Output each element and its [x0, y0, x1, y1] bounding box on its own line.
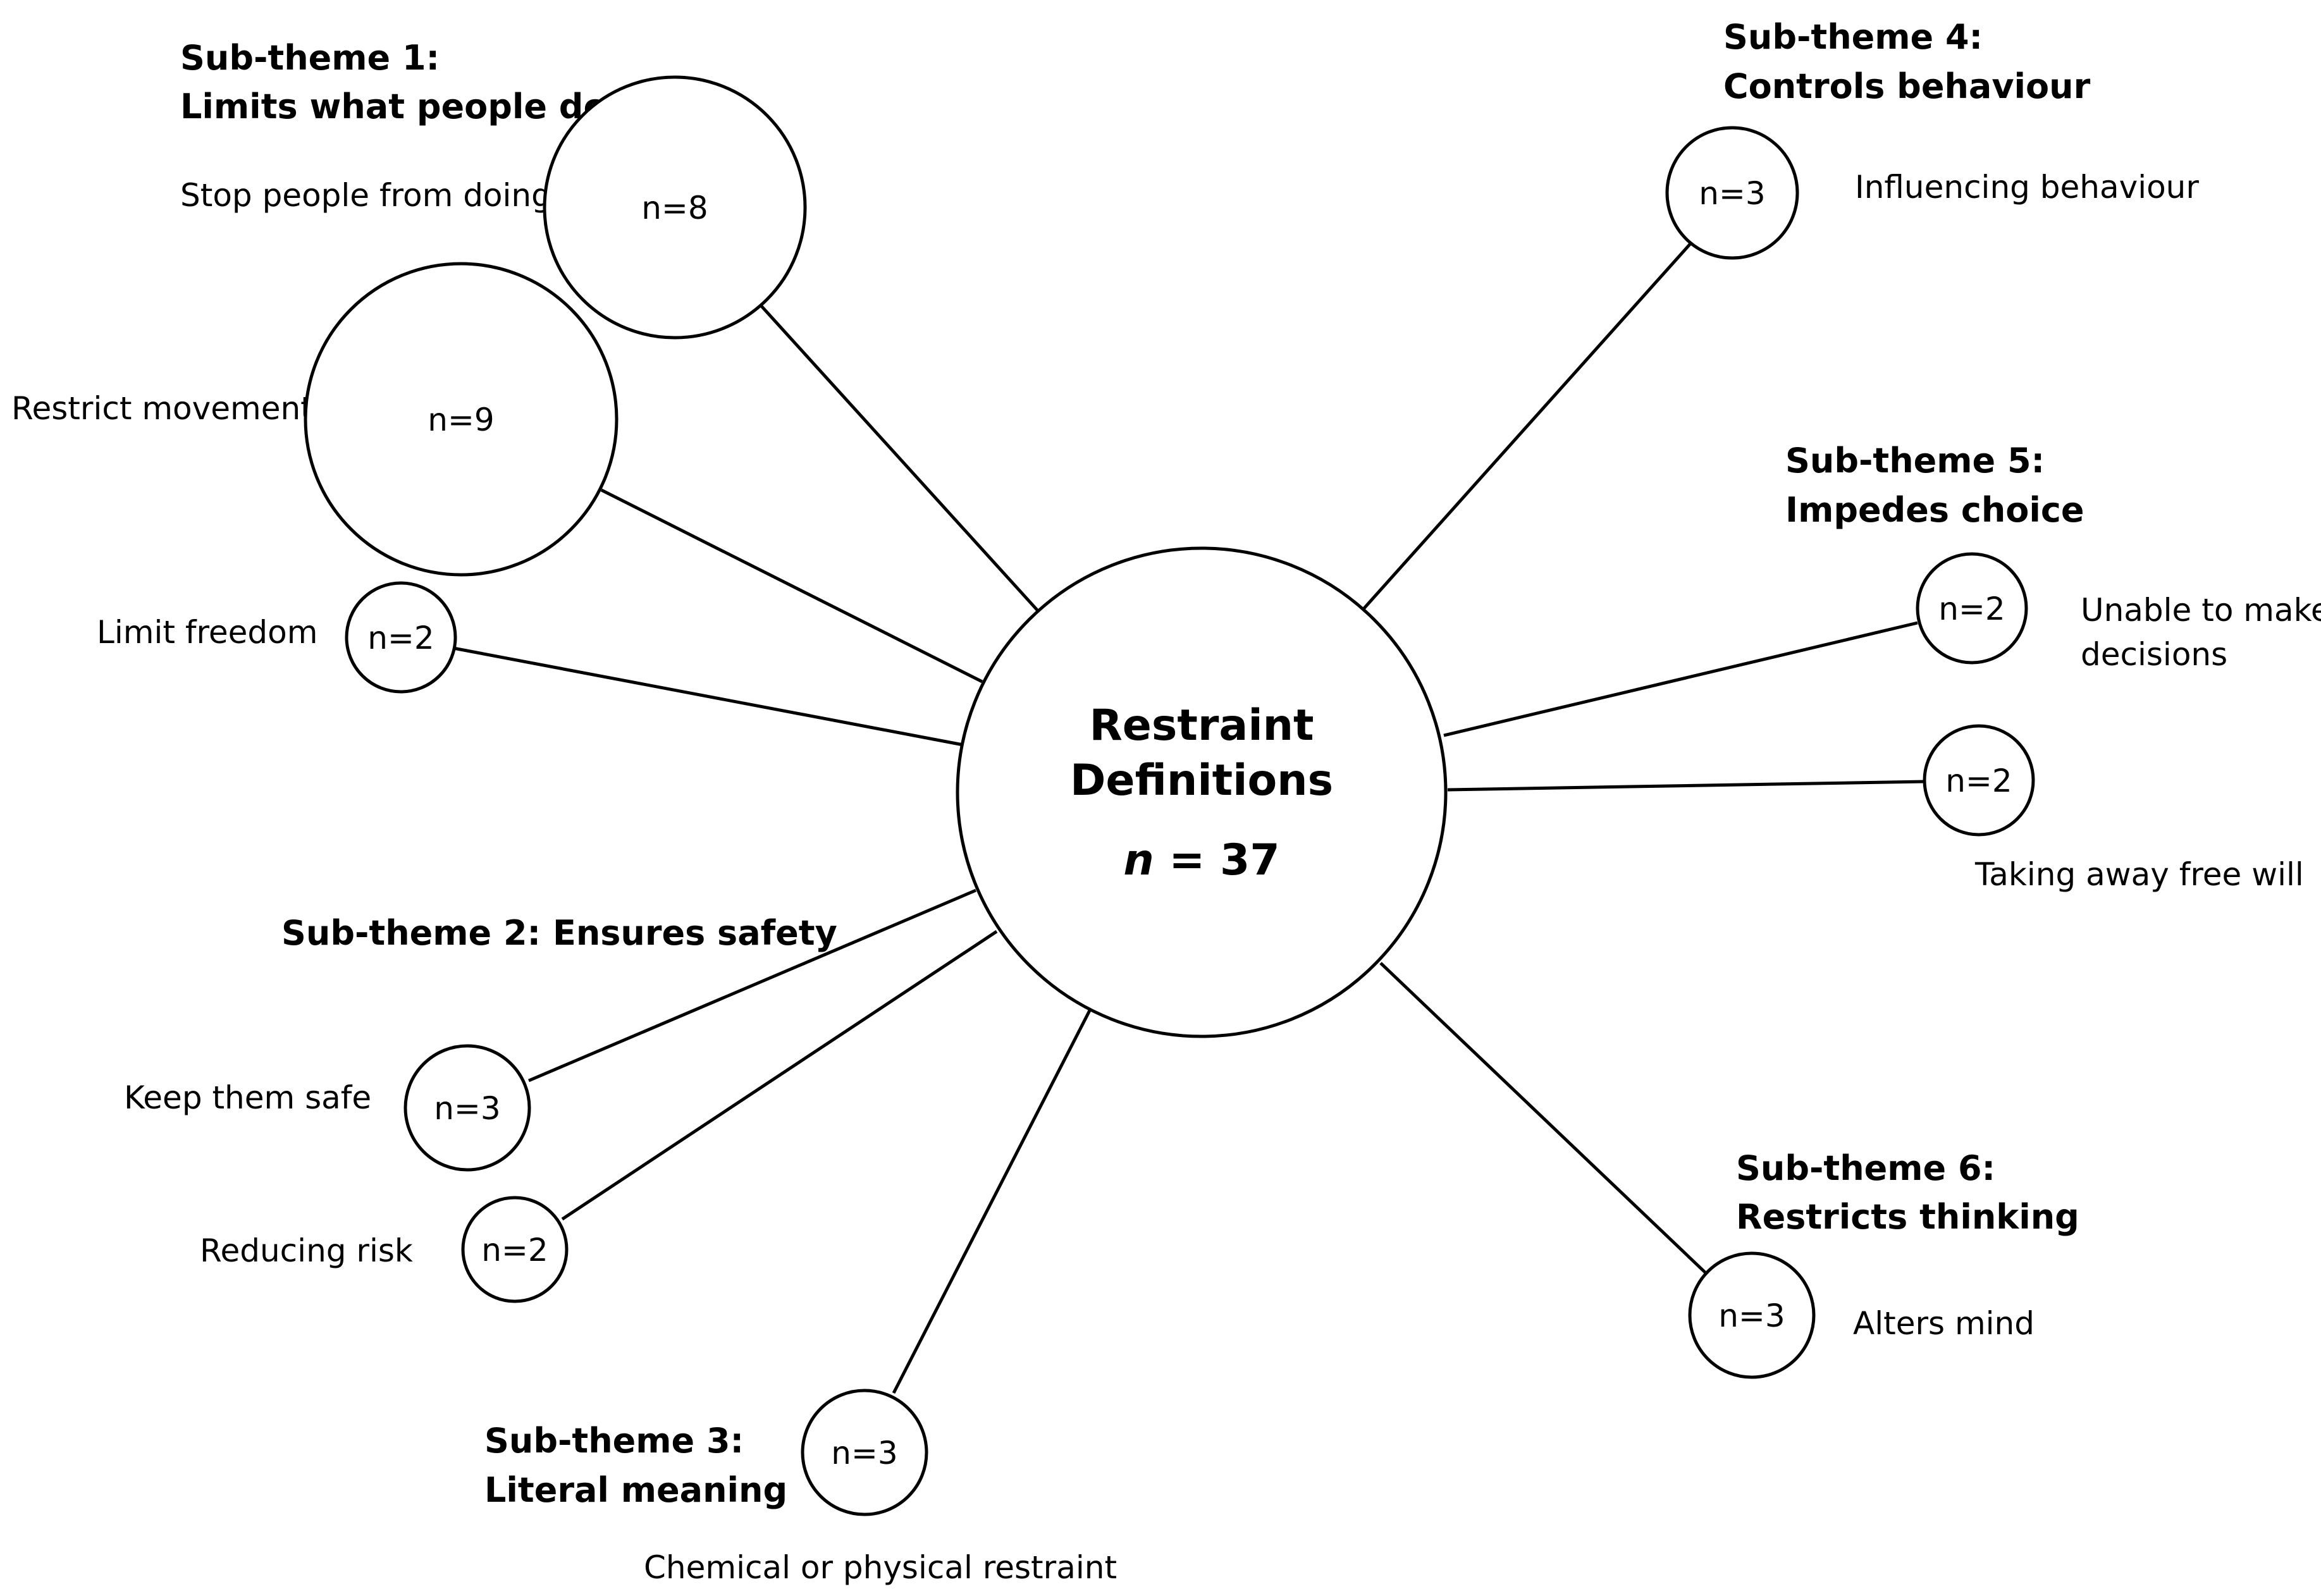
connector-keep-safe	[528, 888, 976, 1083]
subtheme-title-line2: Impedes choice	[1785, 490, 2084, 530]
subtheme-2: Sub-theme 2: Ensures safety Keep them sa…	[124, 913, 837, 1303]
leaf-label-restrict-movement: Restrict movement	[11, 390, 313, 427]
connector-influencing-behaviour	[1362, 241, 1693, 610]
node-count-free-will: n=2	[1945, 763, 2012, 799]
subtheme-title-line1: Sub-theme 6:	[1736, 1148, 1995, 1188]
node-free-will	[1923, 724, 2035, 837]
leaf-label-free-will: Taking away free will	[1974, 856, 2304, 893]
node-unable-decisions	[1916, 552, 2028, 665]
subtheme-title-line2: Controls behaviour	[1723, 66, 2091, 106]
node-count-alters-mind: n=3	[1718, 1298, 1785, 1334]
subtheme-title-line1: Sub-theme 4:	[1723, 17, 1983, 57]
node-count-keep-safe: n=3	[434, 1090, 500, 1127]
leaf-label-influencing-behaviour: Influencing behaviour	[1855, 169, 2199, 206]
node-restrict-movement	[304, 262, 619, 577]
node-stop-people	[543, 75, 807, 340]
connector-stop-people	[760, 304, 1040, 613]
subtheme-title-line1: Sub-theme 5:	[1785, 441, 2045, 481]
node-count-restrict-movement: n=9	[428, 402, 494, 438]
connector-restrict-movement	[600, 488, 983, 684]
center-node: Restraint Definitions n = 37	[956, 546, 1448, 1038]
subtheme-3: Sub-theme 3: Literal meaning n=3 Chemica…	[484, 1389, 1117, 1586]
leaf-label-unable-decisions-line1: Unable to make	[2081, 592, 2321, 629]
leaf-label-chemical-physical: Chemical or physical restraint	[644, 1549, 1117, 1586]
subtheme-4: Sub-theme 4: Controls behaviour n=3 Infl…	[1665, 17, 2199, 260]
connector-chemical-physical	[892, 1009, 1092, 1394]
leaf-label-alters-mind: Alters mind	[1853, 1305, 2035, 1342]
connector-unable-decisions	[1443, 621, 1918, 737]
connector-reducing-risk	[561, 930, 998, 1221]
node-keep-safe	[403, 1044, 531, 1172]
leaf-label-reducing-risk: Reducing risk	[200, 1232, 413, 1269]
connector-limit-freedom	[453, 646, 964, 747]
leaf-label-limit-freedom: Limit freedom	[97, 614, 317, 651]
leaf-label-stop-people: Stop people from doing	[180, 177, 551, 214]
leaf-label-keep-safe: Keep them safe	[124, 1079, 371, 1116]
subtheme-title-line2: Restricts thinking	[1736, 1197, 2079, 1237]
center-title-line2: Definitions	[1070, 756, 1333, 806]
subtheme-5: Sub-theme 5: Impedes choice n=2 Unable t…	[1785, 441, 2321, 893]
node-limit-freedom	[345, 581, 457, 694]
connector-alters-mind	[1379, 962, 1707, 1274]
center-count: n = 37	[1123, 835, 1279, 885]
subtheme-title-line2: Limits what people do	[180, 87, 607, 126]
node-alters-mind	[1688, 1251, 1816, 1379]
subtheme-title-line1: Sub-theme 2: Ensures safety	[281, 913, 837, 953]
node-reducing-risk	[461, 1196, 569, 1303]
node-count-limit-freedom: n=2	[367, 620, 434, 656]
node-chemical-physical	[801, 1389, 928, 1516]
subtheme-title-line2: Literal meaning	[484, 1470, 787, 1510]
leaf-label-unable-decisions-line2: decisions	[2081, 636, 2227, 673]
connector-free-will	[1447, 780, 1925, 792]
subtheme-6: Sub-theme 6: Restricts thinking n=3 Alte…	[1688, 1148, 2079, 1379]
subtheme-title-line1: Sub-theme 1:	[180, 38, 440, 78]
center-title-line1: Restraint	[1089, 701, 1314, 751]
node-influencing-behaviour	[1665, 126, 1799, 260]
node-count-chemical-physical: n=3	[831, 1435, 897, 1471]
node-count-influencing-behaviour: n=3	[1699, 175, 1765, 212]
subtheme-1: Sub-theme 1: Limits what people do Stop …	[11, 38, 807, 694]
subtheme-title-line1: Sub-theme 3:	[484, 1421, 744, 1461]
node-count-unable-decisions: n=2	[1938, 591, 2005, 627]
node-count-reducing-risk: n=2	[481, 1232, 548, 1268]
node-count-stop-people: n=8	[641, 190, 708, 226]
